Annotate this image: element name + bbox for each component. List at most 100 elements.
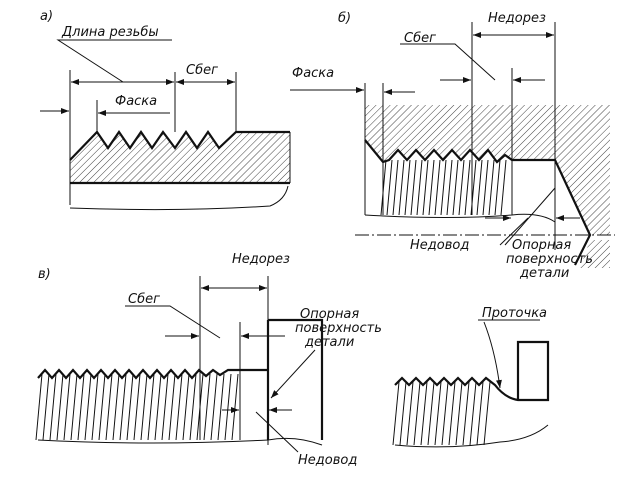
panel-c: в) Недорез Сбег Опорная поверхность дета… xyxy=(35,252,550,468)
thread-line xyxy=(77,373,85,441)
nut-thread-profile xyxy=(364,139,592,266)
thread-line xyxy=(161,373,169,441)
thread-line xyxy=(464,159,471,216)
thread-line xyxy=(452,159,459,216)
thread-line xyxy=(488,159,495,216)
thread-line xyxy=(126,373,134,441)
thread-line xyxy=(482,159,489,216)
thread-line xyxy=(112,373,120,441)
thread-line xyxy=(70,373,78,441)
thread-line xyxy=(406,381,414,446)
thread-line xyxy=(476,159,483,216)
thread-line xyxy=(168,373,176,441)
thread-line xyxy=(399,381,407,446)
thread-line xyxy=(35,373,43,441)
panel-a-label: а) xyxy=(40,9,53,24)
nut-hatching xyxy=(365,105,610,235)
thread-line xyxy=(483,381,491,446)
thread-line xyxy=(441,381,449,446)
undercut-label: Недорез xyxy=(488,11,546,26)
thread-line xyxy=(398,159,405,216)
thread-line xyxy=(91,373,99,441)
bearing-label-1: Опорная xyxy=(512,238,571,253)
bearing-label-2: поверхность xyxy=(506,252,593,267)
thread-line xyxy=(196,373,204,441)
thread-line xyxy=(392,381,400,446)
thread-profile xyxy=(69,130,290,161)
thread-line xyxy=(84,373,92,441)
bearing-label-1: Опорная xyxy=(300,307,359,322)
thread-line xyxy=(440,159,447,216)
thread-line xyxy=(434,159,441,216)
thread-line xyxy=(133,373,141,441)
thread-line xyxy=(458,159,465,216)
bearing-label-3: детали xyxy=(304,335,354,350)
thread-line xyxy=(462,381,470,446)
thread-line xyxy=(231,373,239,441)
thread-line xyxy=(217,373,225,441)
panel-b: б) Недорез Сбег Фаска Недовод Опорная по… xyxy=(290,11,615,281)
thread-line xyxy=(119,373,127,441)
thread-line xyxy=(428,159,435,216)
thread-line xyxy=(42,373,50,441)
thread-line xyxy=(446,159,453,216)
bolt-thread-profile xyxy=(37,368,268,380)
thread-line xyxy=(420,381,428,446)
thread-line xyxy=(105,373,113,441)
thread-length-label: Длина резьбы xyxy=(61,25,159,40)
underrun-leader xyxy=(499,217,529,246)
bolt-hatching xyxy=(70,132,290,183)
underrun-label: Недовод xyxy=(410,238,469,253)
thread-line xyxy=(147,373,155,441)
thread-line xyxy=(210,373,218,441)
break-line xyxy=(364,213,556,223)
undercut-label: Недорез xyxy=(232,252,290,267)
thread-lines xyxy=(392,381,491,446)
thread-line xyxy=(500,159,507,216)
chamfer-label: Фаска xyxy=(292,66,334,81)
thread-line xyxy=(427,381,435,446)
bearing-leader xyxy=(270,349,316,399)
thread-line xyxy=(98,373,106,441)
groove-leader xyxy=(483,321,502,389)
thread-line xyxy=(63,373,71,441)
panel-b-label: б) xyxy=(338,11,351,26)
runout-leader xyxy=(400,43,496,81)
runout-label: Сбег xyxy=(404,31,436,46)
panel-a: а) Длина резьбы Сбег Фаска xyxy=(40,9,291,211)
thread-line xyxy=(448,381,456,446)
thread-line xyxy=(413,381,421,446)
thread-line xyxy=(470,159,477,216)
groove-label: Проточка xyxy=(482,306,547,321)
thread-line xyxy=(380,159,387,216)
bearing-leader xyxy=(504,187,556,246)
break-line xyxy=(37,437,323,446)
thread-line xyxy=(469,381,477,446)
bearing-label-3: детали xyxy=(519,266,569,281)
thread-line xyxy=(49,373,57,441)
runout-label: Сбег xyxy=(186,63,218,78)
thread-length-leader xyxy=(56,39,172,83)
thread-line xyxy=(140,373,148,441)
runout-label: Сбег xyxy=(128,292,160,307)
part-outline xyxy=(268,318,324,440)
thread-lines xyxy=(35,373,239,441)
nut-hatching-lower xyxy=(580,240,610,268)
thread-line xyxy=(182,373,190,441)
thread-line xyxy=(392,159,399,216)
thread-line xyxy=(494,159,501,216)
thread-line xyxy=(455,381,463,446)
thread-lines xyxy=(380,159,507,216)
thread-line xyxy=(386,159,393,216)
thread-line xyxy=(154,373,162,441)
panel-c-label: в) xyxy=(38,267,51,282)
underrun-leader xyxy=(255,411,299,453)
chamfer-label: Фаска xyxy=(115,94,157,109)
break-line xyxy=(69,185,289,211)
groove-thread-profile xyxy=(394,340,550,402)
thread-line xyxy=(434,381,442,446)
break-line xyxy=(394,424,549,448)
thread-line xyxy=(404,159,411,216)
underrun-label: Недовод xyxy=(298,453,357,468)
